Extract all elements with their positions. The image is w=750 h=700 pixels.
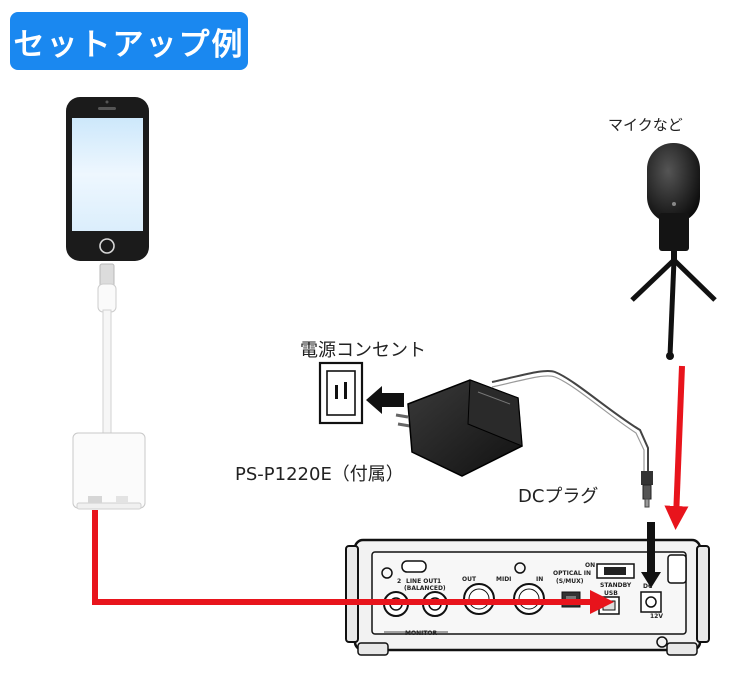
line-out-label: LINE OUT — [406, 578, 438, 585]
dc-plug — [641, 471, 653, 508]
ac-adapter — [395, 379, 523, 477]
standby-label: STANDBY — [600, 582, 632, 589]
mic-label: マイクなど — [608, 116, 683, 134]
home-button — [99, 238, 115, 254]
ch1-label: 1 — [437, 578, 441, 585]
lightning-camera-adapter — [72, 263, 146, 510]
mic-connection-arrow — [664, 365, 689, 530]
power-outlet — [318, 361, 364, 425]
lightning-port — [116, 496, 128, 503]
phone-screen — [72, 118, 143, 231]
dc-voltage-label: 12V — [650, 613, 663, 620]
outlet-label: 電源コンセント — [300, 340, 426, 361]
cable-hook — [667, 554, 687, 584]
usb-port — [88, 496, 102, 503]
midi-label: MIDI — [496, 576, 511, 583]
in-label: IN — [536, 576, 543, 583]
balanced-label: (BALANCED) — [404, 585, 446, 592]
page-title: セットアップ例 — [10, 12, 248, 70]
smartphone — [66, 97, 149, 261]
microphone — [630, 143, 717, 360]
power-arrow — [366, 386, 404, 414]
out-label: OUT — [462, 576, 477, 583]
dc-arrow — [641, 522, 661, 588]
adapter-label: PS-P1220E（付属） — [235, 464, 404, 485]
kensington-slot — [401, 560, 427, 573]
dc-cable — [491, 369, 649, 472]
usb-label: USB — [604, 590, 618, 597]
optical-label: OPTICAL IN — [553, 570, 591, 577]
phone-camera — [105, 100, 109, 104]
dc-plug-label: DCプラグ — [518, 486, 599, 507]
phone-speaker — [98, 107, 116, 110]
smux-label: (S/MUX) — [556, 578, 584, 585]
usb-connection-arrow — [92, 510, 614, 614]
monitor-label: MONITOR — [405, 630, 438, 637]
dc-label: DC — [643, 583, 653, 590]
ch2-label: 2 — [397, 578, 401, 585]
on-label: ON — [585, 562, 595, 569]
